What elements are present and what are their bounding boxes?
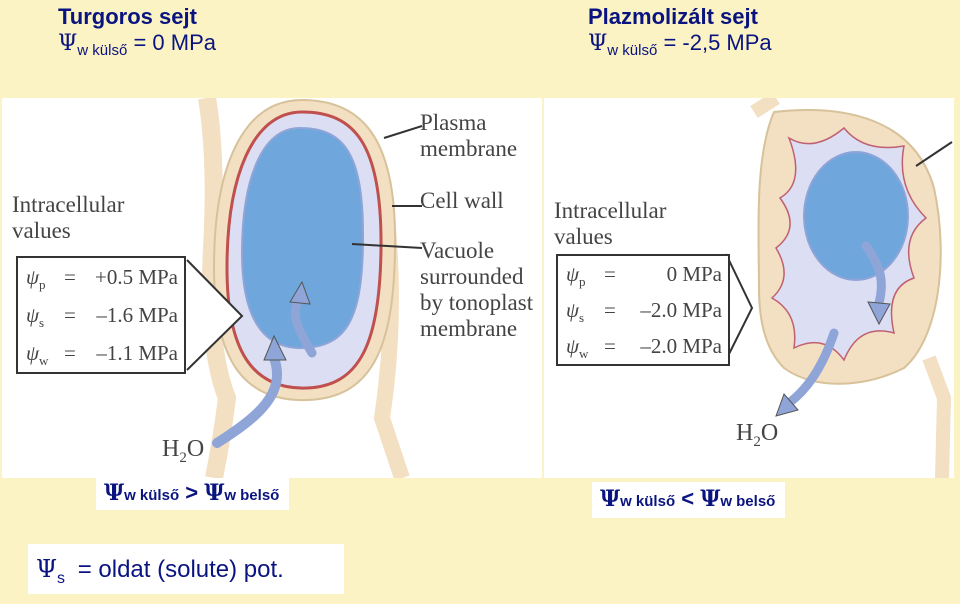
- plasma-label: Plasma membrane: [420, 110, 518, 161]
- water-out-arrowhead: [775, 393, 799, 417]
- right-values-box: ψp=0 MPa ψs=–2.0 MPa ψw=–2.0 MPa: [556, 254, 730, 366]
- right-header: Plazmolizált sejt Ψw külső = -2,5 MPa: [588, 4, 772, 59]
- left-water-label: H2O: [162, 436, 205, 466]
- turgid-cell-figure: Plasma membrane Cell wall Vacuole surrou…: [2, 98, 542, 478]
- values-pointer: [186, 259, 244, 371]
- left-row-pressure: ψp=+0.5 MPa: [26, 265, 178, 293]
- left-intracellular-heading: Intracellular values: [12, 192, 125, 243]
- vacuole-out-arrowhead: [867, 301, 891, 326]
- right-water-label: H2O: [736, 420, 779, 450]
- left-title: Turgoros sejt: [58, 4, 197, 29]
- vacuole-label: Vacuole surrounded by tonoplast membrane: [420, 238, 534, 341]
- shrunken-vacuole: [803, 151, 909, 281]
- right-comparison: Ψw külső < Ψw belső: [592, 482, 786, 518]
- right-row-water: ψw=–2.0 MPa: [566, 334, 722, 362]
- right-leader: [915, 141, 953, 167]
- vacuole-out-arrow: [861, 241, 886, 308]
- solute-potential-note: Ψs = oldat (solute) pot.: [28, 544, 344, 594]
- plasmolysed-cell-drawing: [725, 98, 953, 478]
- neighbour-wall-top: [750, 98, 780, 118]
- neighbour-wall-bottom: [922, 355, 952, 478]
- left-header: Turgoros sejt Ψw külső = 0 MPa: [58, 4, 216, 59]
- right-intracellular-heading: Intracellular values: [554, 198, 667, 249]
- left-row-water: ψw=–1.1 MPa: [26, 341, 178, 369]
- cell-wall-label: Cell wall: [420, 188, 504, 213]
- vacuole: [240, 126, 365, 350]
- turgid-cell-drawing: [186, 98, 423, 478]
- right-row-solute: ψs=–2.0 MPa: [566, 298, 722, 326]
- water-in-arrowhead: [263, 334, 287, 361]
- right-potential: Ψw külső = -2,5 MPa: [588, 30, 772, 59]
- left-values-box: ψp=+0.5 MPa ψs=–1.6 MPa ψw=–1.1 MPa: [16, 256, 186, 374]
- vacuole-arrowhead: [289, 280, 311, 305]
- right-row-pressure: ψp=0 MPa: [566, 262, 722, 290]
- plasmolysed-cell-figure: Intracellular values ψp=0 MPa ψs=–2.0 MP…: [544, 98, 954, 478]
- water-in-arrow: [212, 353, 283, 448]
- right-title: Plazmolizált sejt: [588, 4, 758, 29]
- plasma-leader: [383, 125, 423, 139]
- left-potential: Ψw külső = 0 MPa: [58, 30, 216, 59]
- water-out-arrow: [784, 328, 839, 408]
- right-values-pointer: [725, 253, 754, 361]
- vacuole-leader: [351, 243, 423, 249]
- left-row-solute: ψs=–1.6 MPa: [26, 303, 178, 331]
- left-comparison: Ψw külső > Ψw belső: [96, 478, 290, 510]
